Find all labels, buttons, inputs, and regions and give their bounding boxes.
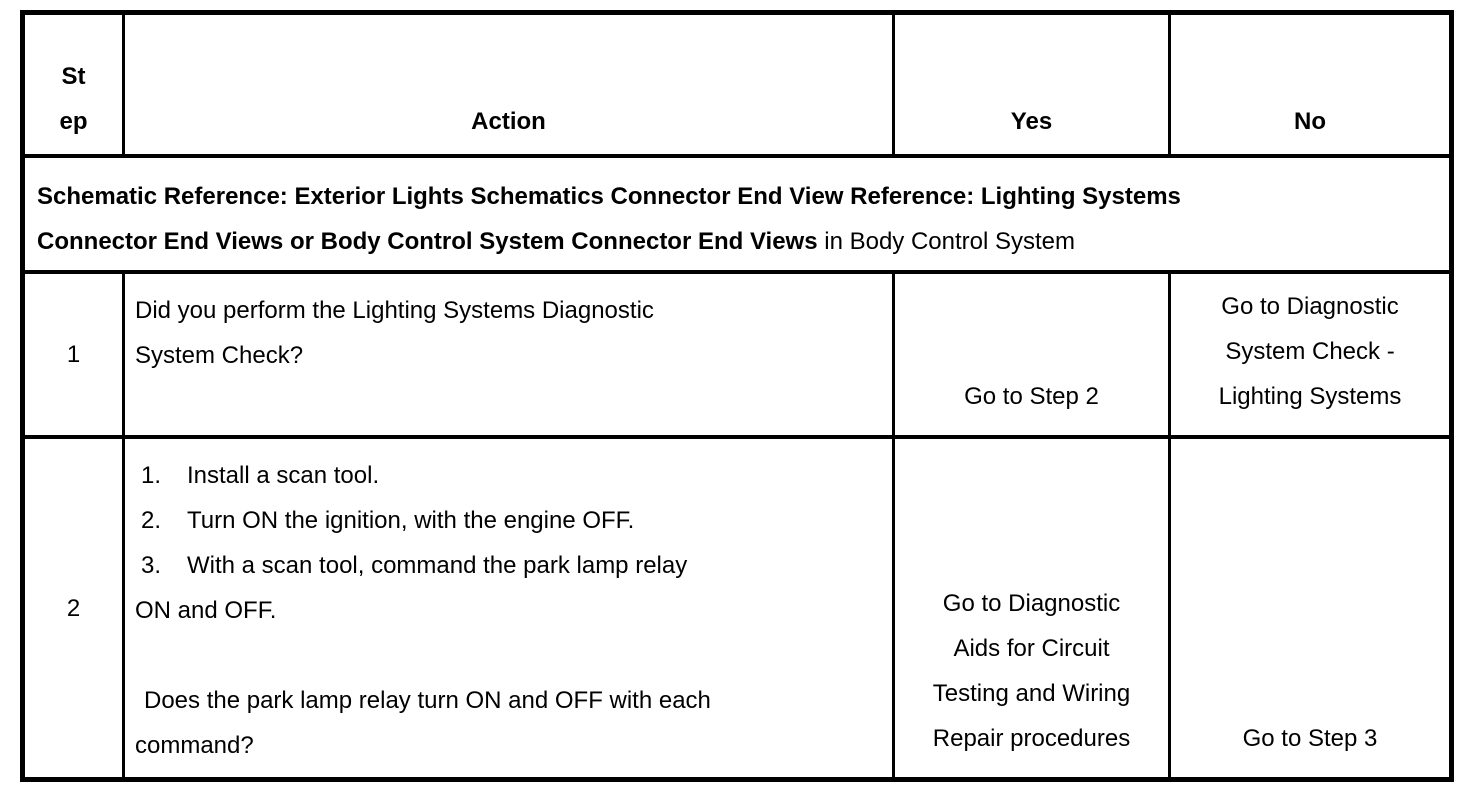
schematic-reference-row: Schematic Reference: Exterior Lights Sch… xyxy=(25,158,1449,274)
list-item-text: Install a scan tool. xyxy=(187,462,380,489)
step-2-list-item: 3. With a scan tool, command the park la… xyxy=(135,543,874,588)
list-continuation-text: ON and OFF. xyxy=(135,597,277,624)
list-item-number: 2. xyxy=(141,507,162,534)
step-2-question-line: Does the park lamp relay turn ON and OFF… xyxy=(144,687,711,714)
step-1-action-line: Did you perform the Lighting Systems Dia… xyxy=(135,297,654,324)
step-2-action-cell: 1. Install a scan tool. 2. Turn ON the i… xyxy=(125,439,895,777)
step-2-number-cell: 2 xyxy=(25,439,125,777)
step-2-yes-text: Go to Diagnostic Aids for Circuit Testin… xyxy=(932,590,1131,752)
list-item-number: 3. xyxy=(141,552,162,579)
schematic-reference-regular-text: in Body Control System xyxy=(817,228,1076,255)
list-item-number: 1. xyxy=(141,462,162,489)
action-header-label: Action xyxy=(471,108,546,135)
step-1-no-cell: Go to Diagnostic System Check - Lighting… xyxy=(1171,274,1449,439)
step-1-number: 1 xyxy=(66,341,81,368)
step-2-number: 2 xyxy=(66,594,81,622)
step-1-yes-cell: Go to Step 2 xyxy=(895,274,1171,439)
schematic-reference-bold-text-1: Schematic Reference: Exterior Lights Sch… xyxy=(37,183,1181,210)
step-header-line-1: St xyxy=(61,63,86,90)
schematic-reference-line-2: Connector End Views or Body Control Syst… xyxy=(37,219,1435,264)
schematic-reference-line-1: Schematic Reference: Exterior Lights Sch… xyxy=(37,174,1435,219)
step-2-yes-cell: Go to Diagnostic Aids for Circuit Testin… xyxy=(895,439,1171,777)
step-1-no-text: Go to Diagnostic System Check - Lighting… xyxy=(1218,293,1402,410)
yes-header-label: Yes xyxy=(1010,108,1053,135)
step-2-list-item: 2. Turn ON the ignition, with the engine… xyxy=(135,498,874,543)
step-1-yes-text: Go to Step 2 xyxy=(964,383,1099,410)
no-header-label: No xyxy=(1294,108,1326,135)
step-2-question-line: command? xyxy=(135,732,254,759)
no-column-header: No xyxy=(1171,15,1449,158)
list-item-text: With a scan tool, command the park lamp … xyxy=(187,552,688,579)
step-2-no-cell: Go to Step 3 xyxy=(1171,439,1449,777)
step-1-number-cell: 1 xyxy=(25,274,125,439)
diagnostic-table: St ep Action Yes No Schematic Reference:… xyxy=(20,10,1454,782)
step-header-line-2: ep xyxy=(59,108,88,135)
step-column-header: St ep xyxy=(25,15,125,158)
step-1-action-line: System Check? xyxy=(135,342,304,369)
step-1-action-cell: Did you perform the Lighting Systems Dia… xyxy=(125,274,895,439)
yes-column-header: Yes xyxy=(895,15,1171,158)
step-2-no-text: Go to Step 3 xyxy=(1242,725,1378,752)
list-item-text: Turn ON the ignition, with the engine OF… xyxy=(187,507,635,534)
action-column-header: Action xyxy=(125,15,895,158)
blank-line xyxy=(135,633,874,678)
schematic-reference-bold-text-2: Connector End Views or Body Control Syst… xyxy=(37,228,818,255)
step-2-list-item: 1. Install a scan tool. xyxy=(135,453,874,498)
